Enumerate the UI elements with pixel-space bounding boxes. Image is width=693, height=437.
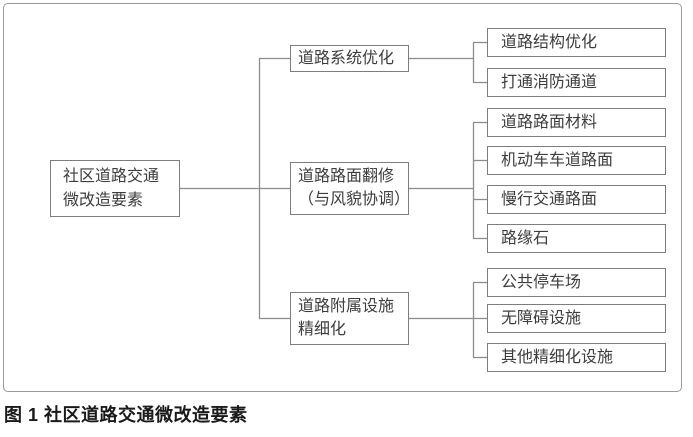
node-leaf: 机动车车道路面 xyxy=(487,146,666,175)
node-leaf: 公共停车场 xyxy=(487,268,666,297)
node-branch-label: 道路附属设施 精细化 xyxy=(298,298,395,338)
figure-caption: 图 1 社区道路交通微改造要素 xyxy=(4,405,248,425)
node-leaf: 路缘石 xyxy=(487,224,666,253)
node-branch-label: 道路系统优化 xyxy=(298,49,395,67)
node-leaf: 打通消防通道 xyxy=(487,68,666,97)
node-branch-pavement-renovation: 道路路面翻修 （与风貌协调） xyxy=(290,162,411,215)
node-leaf-label: 无障碍设施 xyxy=(501,309,582,327)
node-leaf-label: 打通消防通道 xyxy=(501,73,598,91)
node-leaf: 其他精细化设施 xyxy=(487,343,666,372)
node-leaf: 道路结构优化 xyxy=(487,28,666,57)
node-branch-ancillary-facilities: 道路附属设施 精细化 xyxy=(290,292,409,345)
node-leaf: 慢行交通路面 xyxy=(487,185,666,214)
node-leaf-label: 慢行交通路面 xyxy=(501,190,598,208)
node-branch-label: 道路路面翻修 （与风貌协调） xyxy=(298,168,411,208)
node-leaf-label: 路缘石 xyxy=(501,229,550,247)
node-leaf-label: 机动车车道路面 xyxy=(501,151,614,169)
node-leaf: 无障碍设施 xyxy=(487,304,666,333)
node-leaf: 道路路面材料 xyxy=(487,108,666,137)
node-root: 社区道路交通 微改造要素 xyxy=(50,160,180,217)
node-leaf-label: 道路路面材料 xyxy=(501,113,598,131)
node-leaf-label: 道路结构优化 xyxy=(501,33,598,51)
node-leaf-label: 公共停车场 xyxy=(501,273,582,291)
node-branch-road-system: 道路系统优化 xyxy=(290,45,409,72)
node-root-label: 社区道路交通 微改造要素 xyxy=(63,168,160,209)
node-leaf-label: 其他精细化设施 xyxy=(501,348,614,366)
